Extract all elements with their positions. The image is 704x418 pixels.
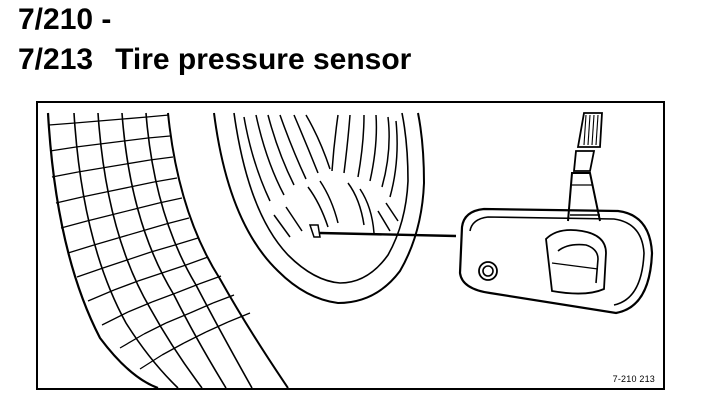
tire-tread-blocks xyxy=(48,114,251,370)
tire-tread-line xyxy=(73,112,179,388)
sensor-valve-nut xyxy=(573,150,596,172)
wheel-spokes xyxy=(243,114,399,238)
screw-hole-inner xyxy=(482,265,494,277)
tire-tread-line xyxy=(121,112,227,388)
sensor-housing-edge xyxy=(469,216,645,306)
section-title: Tire pressure sensor xyxy=(115,43,412,76)
section-code: 7/213 xyxy=(18,43,94,76)
sensor-cavity-inner xyxy=(557,243,599,284)
wheel-rim-inner xyxy=(233,112,409,284)
valve-stem xyxy=(308,224,321,238)
sensor-valve-body xyxy=(567,172,601,222)
leader-line xyxy=(319,231,457,238)
section-range-start: 7/210 - xyxy=(18,3,112,36)
screw-hole xyxy=(478,261,498,281)
figure-frame: 7-210 213 xyxy=(36,101,665,390)
sensor-cavity xyxy=(545,229,607,295)
tire-pressure-sensor-illustration xyxy=(46,112,654,388)
section-heading: 7/213 Tire pressure sensor xyxy=(18,44,411,76)
tire-tread-line xyxy=(97,112,203,388)
sensor-housing xyxy=(458,207,654,315)
sensor-valve-cap xyxy=(576,112,603,148)
figure-code: 7-210 213 xyxy=(612,374,655,384)
sensor-cavity-floor xyxy=(551,262,599,270)
sensor-valve-threads xyxy=(583,114,599,146)
tire-tread-line xyxy=(145,112,253,388)
tire-sidewall-edge xyxy=(167,112,289,388)
wheel-rim-outer xyxy=(213,112,426,305)
